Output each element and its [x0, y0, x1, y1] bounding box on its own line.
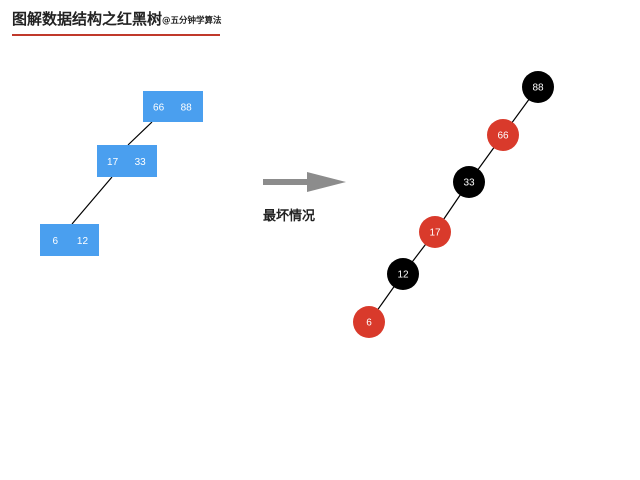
page-header: 图解数据结构之红黑树 @五分钟学算法	[12, 6, 222, 36]
btree-edge	[71, 176, 113, 225]
rbtree-node-red: 66	[487, 119, 519, 151]
rbtree-node-circle	[387, 258, 419, 290]
rbtree-node-black: 88	[522, 71, 554, 103]
btree-key: 33	[135, 157, 147, 168]
btree-node: 66 88	[143, 91, 203, 122]
btree-node-box	[143, 91, 203, 122]
btree-key: 88	[181, 103, 193, 114]
btree-key: 17	[107, 157, 119, 168]
rbtree-node-black: 12	[387, 258, 419, 290]
rbtree-node-red: 17	[419, 216, 451, 248]
btree-edge	[127, 121, 153, 146]
btree-key: 6	[53, 236, 59, 247]
rbtree-key: 88	[532, 83, 544, 94]
arrow-shaft	[263, 179, 311, 185]
rbtree-node-black: 33	[453, 166, 485, 198]
arrow-head	[307, 172, 346, 192]
rbtree-node-circle	[487, 119, 519, 151]
red-black-tree-diagram: 88 66 33 17 12 6	[353, 71, 554, 338]
worst-case-label: 最坏情况	[263, 209, 316, 224]
btree-node: 6 12	[40, 224, 99, 256]
page-title: 图解数据结构之红黑树	[12, 10, 163, 28]
rbtree-node-circle	[522, 71, 554, 103]
author-tag: @五分钟学算法	[162, 16, 222, 26]
rbtree-node-circle	[419, 216, 451, 248]
rbtree-node-red: 6	[353, 306, 385, 338]
rbtree-key: 66	[497, 131, 509, 142]
btree-node-box	[40, 224, 99, 256]
btree-key: 12	[77, 236, 89, 247]
rbtree-key: 33	[463, 178, 475, 189]
transform-arrow	[263, 172, 346, 192]
rbtree-node-circle	[353, 306, 385, 338]
rbtree-key: 12	[397, 270, 409, 281]
rbtree-key: 17	[429, 228, 441, 239]
btree-node-box	[97, 145, 157, 177]
rbtree-node-circle	[453, 166, 485, 198]
btree-key: 66	[153, 103, 165, 114]
rbtree-key: 6	[366, 318, 372, 329]
